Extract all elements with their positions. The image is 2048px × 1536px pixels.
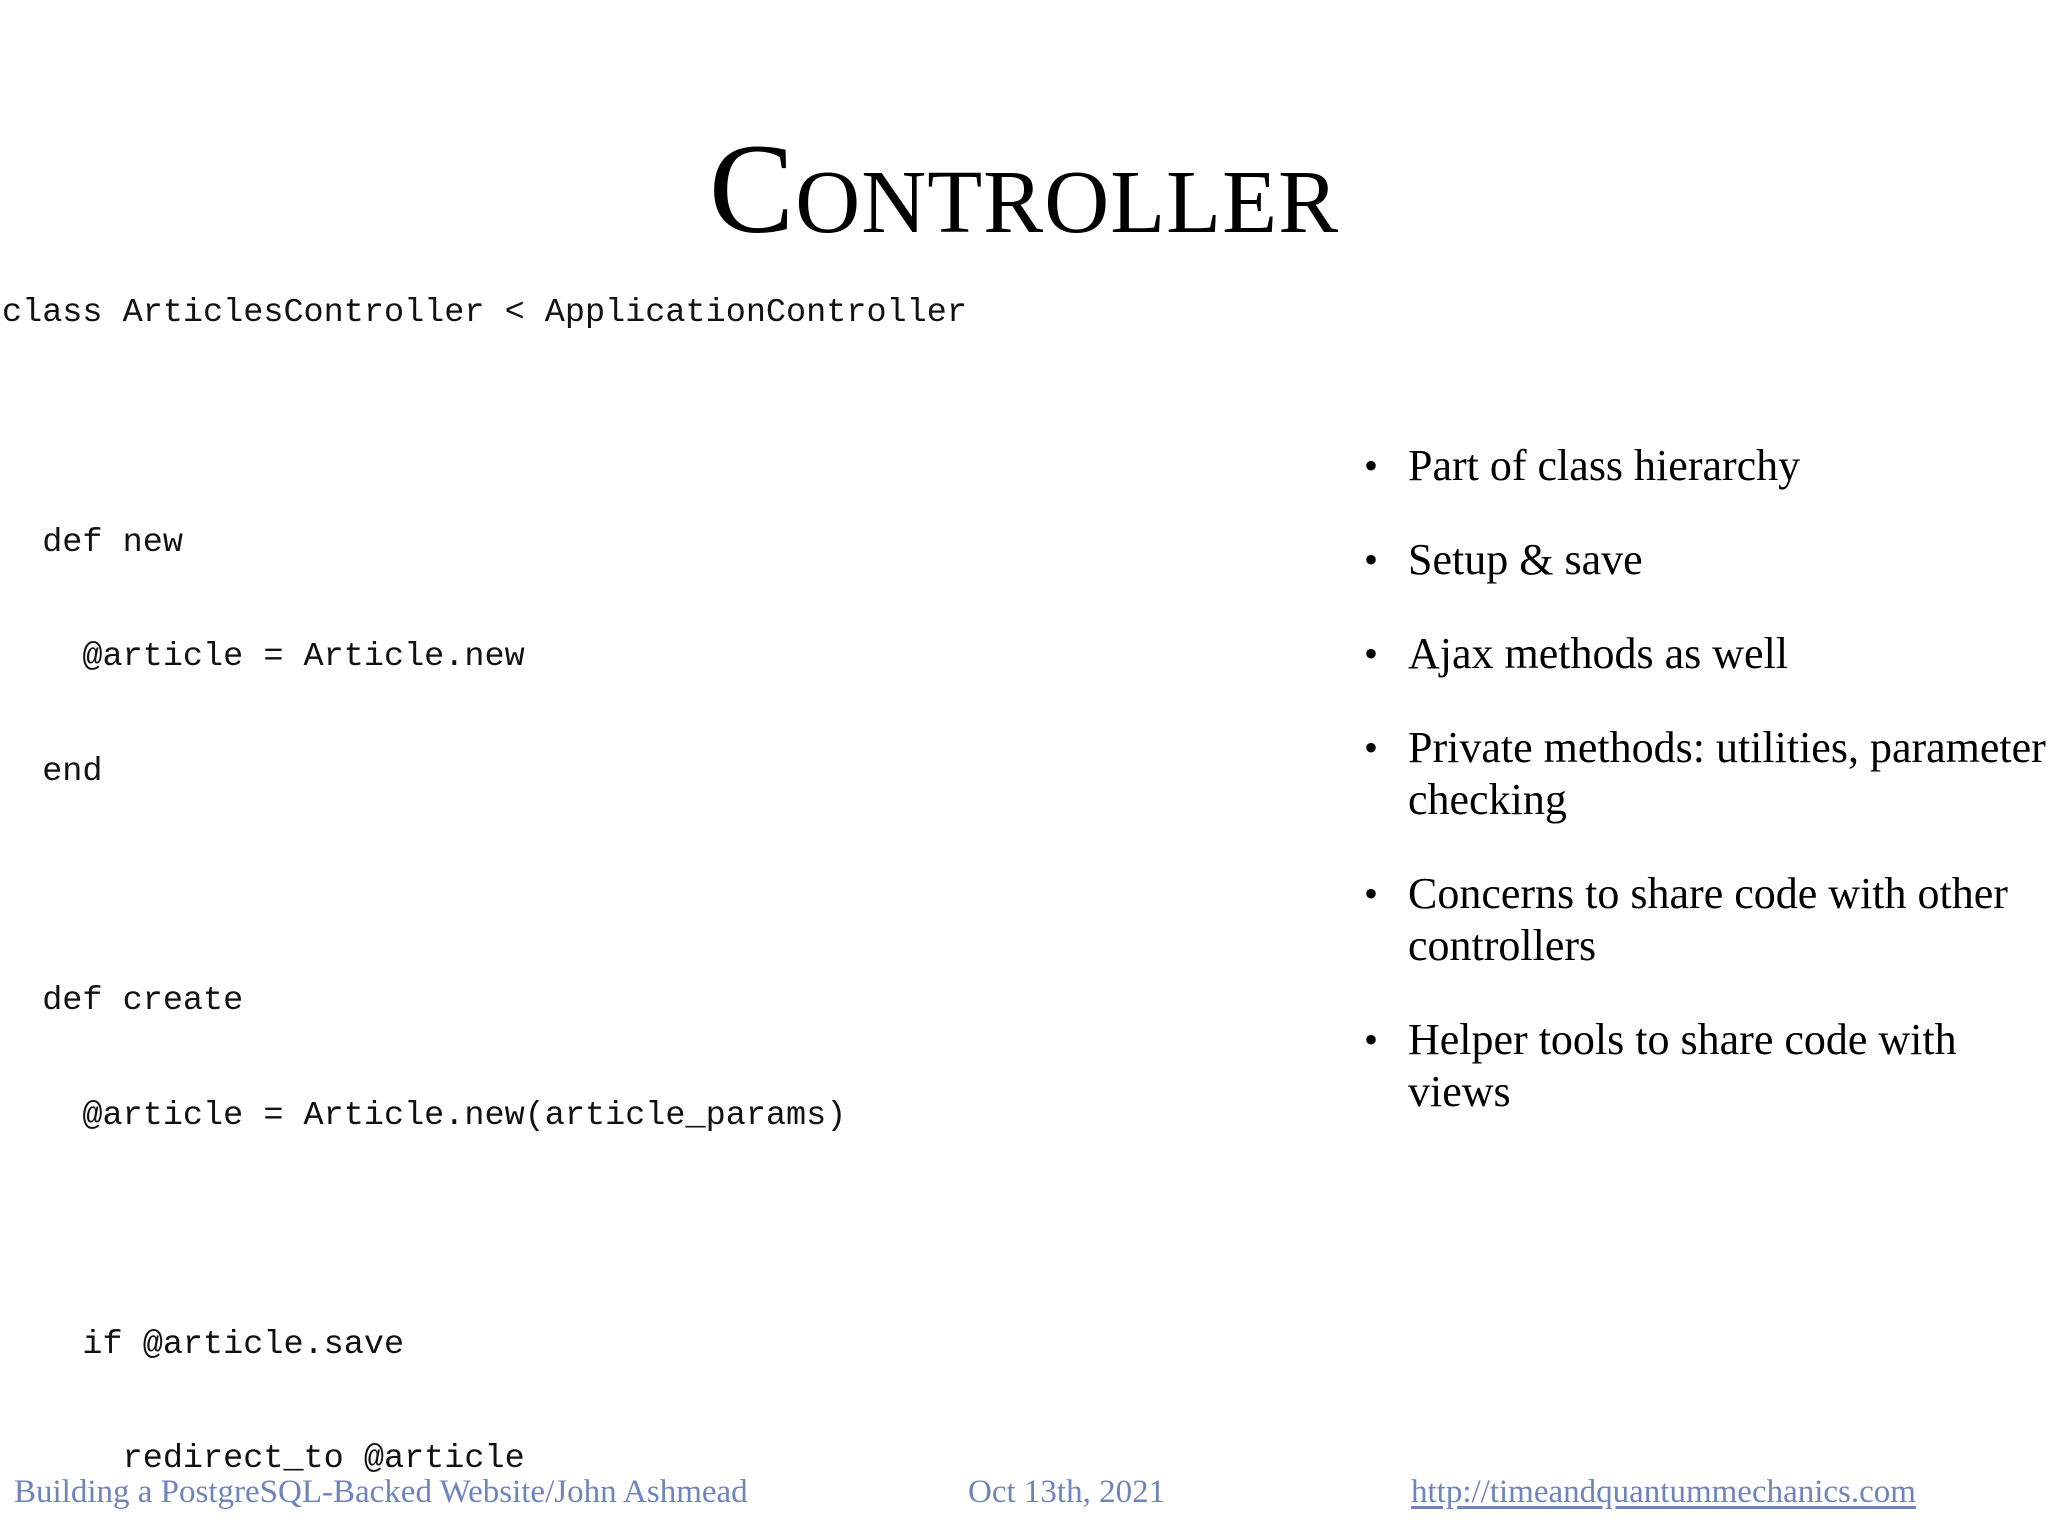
list-item: • Setup & save: [1356, 534, 2048, 586]
bullet-icon: •: [1364, 537, 1379, 582]
bullet-list: • Part of class hierarchy • Setup & save…: [1356, 440, 2048, 1160]
list-item-label: Ajax methods as well: [1408, 629, 1789, 678]
bullet-icon: •: [1364, 443, 1379, 488]
code-line: if @article.save: [2, 1325, 405, 1364]
list-item-label: Setup & save: [1408, 535, 1643, 584]
footer-link[interactable]: http://timeandquantummechanics.com: [1411, 1474, 1916, 1510]
bullet-icon: •: [1364, 1017, 1379, 1062]
slide-footer: Building a PostgreSQL-Backed Website/Joh…: [0, 1472, 2048, 1536]
code-line: @article = Article.new(article_params): [2, 1096, 847, 1135]
list-item-label: Helper tools to share code with views: [1408, 1015, 1957, 1116]
footer-presentation-title: Building a PostgreSQL-Backed Website/Joh…: [14, 1474, 748, 1510]
bullet-icon: •: [1364, 631, 1379, 676]
list-item: • Part of class hierarchy: [1356, 440, 2048, 492]
page-title: Controller: [708, 117, 1340, 260]
list-item-label: Part of class hierarchy: [1408, 441, 1801, 490]
list-item-label: Private methods: utilities, parameter ch…: [1408, 723, 2046, 824]
list-item: • Concerns to share code with other cont…: [1356, 868, 2048, 972]
code-block: class ArticlesController < ApplicationCo…: [2, 218, 1292, 1536]
list-item: • Private methods: utilities, parameter …: [1356, 722, 2048, 826]
code-line: def create: [2, 981, 244, 1020]
code-line: @article = Article.new: [2, 638, 525, 677]
code-line: [2, 409, 1292, 447]
code-line: [2, 1211, 1292, 1249]
list-item-label: Concerns to share code with other contro…: [1408, 869, 2008, 970]
bullet-icon: •: [1364, 725, 1379, 770]
code-line: [2, 867, 1292, 905]
footer-date: Oct 13th, 2021: [968, 1474, 1166, 1510]
code-line: class ArticlesController < ApplicationCo…: [2, 294, 967, 333]
code-line: end: [2, 752, 103, 791]
code-line: redirect_to @article: [2, 1440, 525, 1479]
list-item: • Ajax methods as well: [1356, 628, 2048, 680]
list-item: • Helper tools to share code with views: [1356, 1014, 2048, 1118]
code-line: def new: [2, 523, 183, 562]
bullet-icon: •: [1364, 871, 1379, 916]
